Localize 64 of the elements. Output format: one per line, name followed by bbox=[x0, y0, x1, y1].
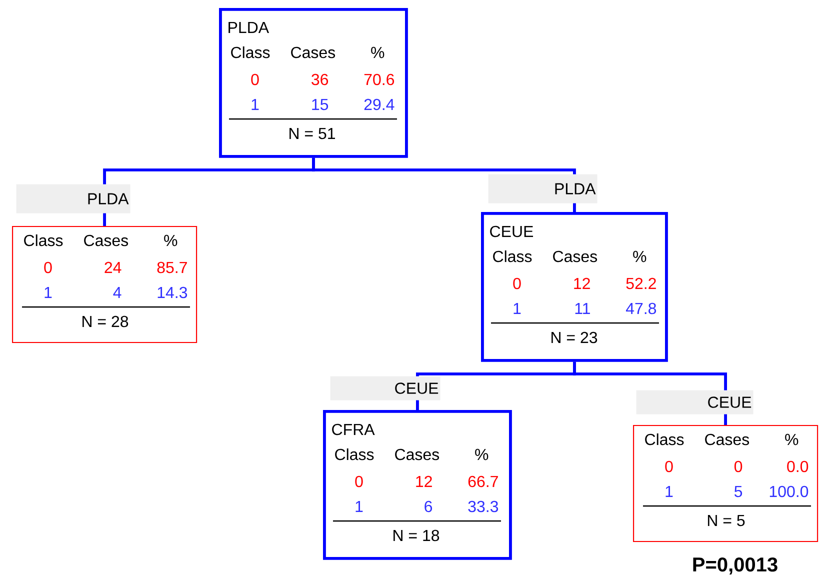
table-cell: 70.6 bbox=[364, 74, 394, 86]
leaf-node-box bbox=[633, 425, 818, 542]
table-cell: 6 bbox=[424, 500, 432, 512]
table-cell: 1 bbox=[514, 303, 521, 314]
table-cell: 14.3 bbox=[158, 286, 188, 298]
table-cell: 0 bbox=[513, 278, 521, 290]
column-header: Cases bbox=[395, 448, 440, 460]
edge-label: CEUE bbox=[636, 390, 754, 414]
table-cell: 0 bbox=[665, 460, 673, 472]
sample-size-label: N = 28 bbox=[82, 316, 128, 328]
table-cell: 33.3 bbox=[468, 500, 498, 512]
leaf-node-box bbox=[12, 226, 198, 344]
sample-size-label: N = 23 bbox=[552, 332, 598, 344]
table-cell: 4 bbox=[113, 287, 122, 298]
table-cell: 29.4 bbox=[364, 98, 394, 110]
table-cell: 36 bbox=[312, 74, 328, 86]
table-cell: 1 bbox=[666, 486, 673, 497]
column-header: Cases bbox=[705, 434, 750, 446]
table-cell: 0 bbox=[734, 460, 742, 472]
table-cell: 24 bbox=[104, 262, 122, 273]
tree-connector bbox=[573, 362, 727, 425]
split-node-box bbox=[219, 8, 408, 158]
table-cell: 52.2 bbox=[626, 278, 656, 290]
split-variable-label: PLDA bbox=[228, 22, 270, 33]
column-header: Class bbox=[231, 46, 270, 58]
table-cell: 11 bbox=[575, 303, 590, 314]
column-header: % bbox=[785, 434, 798, 446]
column-header: Cases bbox=[553, 250, 598, 262]
table-cell: 1 bbox=[252, 99, 259, 110]
split-node-box bbox=[481, 212, 668, 362]
column-header: Class bbox=[24, 234, 63, 246]
table-cell: 47.8 bbox=[626, 302, 656, 314]
column-header: % bbox=[164, 234, 178, 246]
split-variable-label: CEUE bbox=[490, 226, 534, 238]
tree-connector bbox=[312, 158, 576, 212]
sample-size-label: N = 18 bbox=[394, 530, 440, 542]
edge-label: CEUE bbox=[330, 376, 440, 400]
table-cell: 12 bbox=[416, 476, 432, 487]
column-header: % bbox=[475, 448, 488, 460]
table-cell: 0.0 bbox=[787, 460, 808, 472]
table-cell: 1 bbox=[44, 287, 52, 298]
column-header: Class bbox=[645, 433, 684, 446]
edge-label: PLDA bbox=[16, 184, 130, 214]
table-cell: 15 bbox=[312, 99, 328, 110]
split-node-box bbox=[323, 410, 512, 560]
table-cell: 5 bbox=[734, 486, 742, 498]
table-cell: 0 bbox=[355, 476, 363, 488]
sample-size-label: N = 5 bbox=[708, 515, 745, 526]
column-header: Class bbox=[493, 250, 532, 262]
table-cell: 1 bbox=[356, 501, 363, 512]
table-cell: 66.7 bbox=[468, 476, 498, 488]
column-header: % bbox=[633, 250, 646, 262]
column-header: Cases bbox=[84, 234, 128, 246]
edge-label: PLDA bbox=[488, 174, 598, 204]
table-cell: 85.7 bbox=[157, 262, 187, 274]
column-header: Cases bbox=[291, 46, 336, 58]
sample-size-label: N = 51 bbox=[290, 128, 335, 140]
split-variable-label: CFRA bbox=[332, 424, 375, 436]
table-cell: 100.0 bbox=[770, 486, 808, 498]
table-cell: 12 bbox=[574, 278, 590, 289]
column-header: % bbox=[371, 46, 384, 58]
table-cell: 0 bbox=[44, 262, 52, 274]
column-header: Class bbox=[335, 448, 374, 460]
table-cell: 0 bbox=[251, 74, 259, 86]
